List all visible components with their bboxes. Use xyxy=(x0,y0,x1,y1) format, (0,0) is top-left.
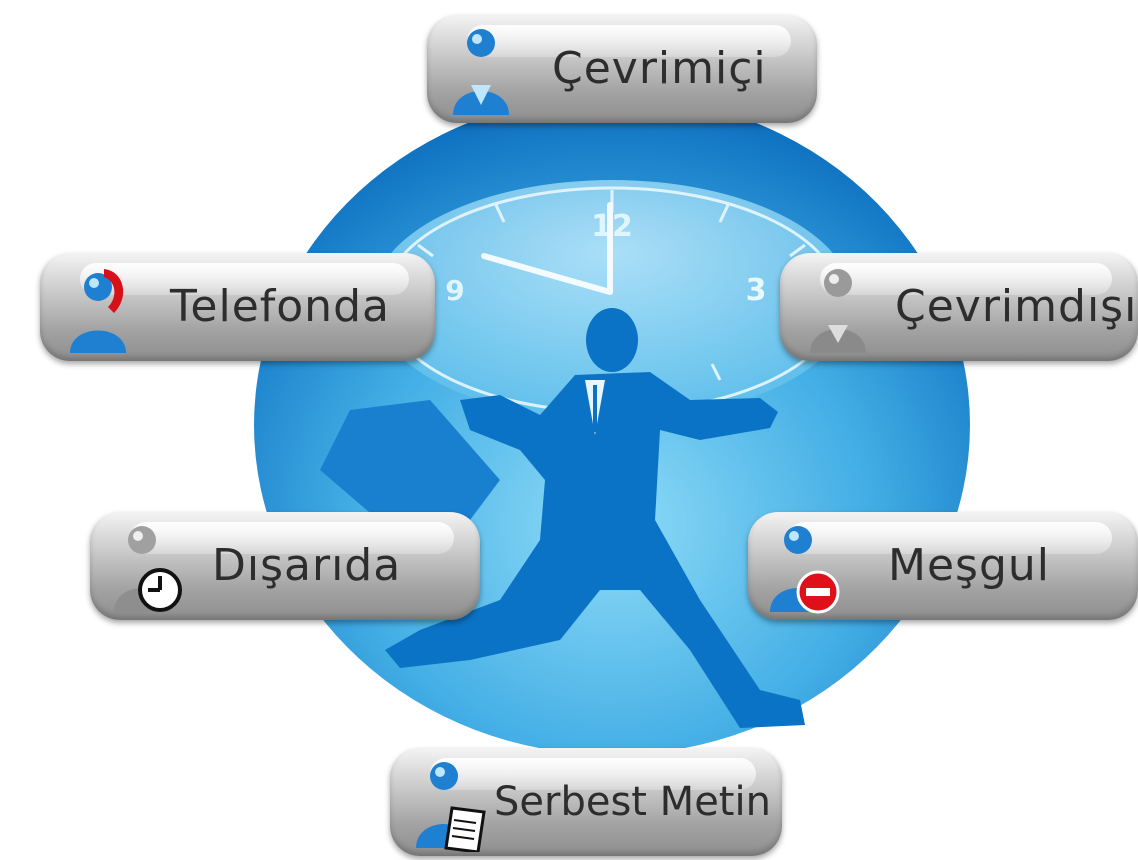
button-gloss xyxy=(467,25,791,57)
status-busy-button[interactable]: Meşgul xyxy=(748,512,1138,620)
user-note-icon xyxy=(416,762,486,852)
status-online-button[interactable]: Çevrimiçi xyxy=(427,15,817,123)
status-phone-label: Telefonda xyxy=(170,281,390,332)
button-gloss xyxy=(788,522,1112,554)
status-offline-label: Çevrimdışı xyxy=(895,281,1138,332)
status-away-button[interactable]: Dışarıda xyxy=(90,512,480,620)
clock-face xyxy=(372,180,852,420)
status-custom-text-label: Serbest Metin xyxy=(494,779,771,825)
user-phone-icon xyxy=(70,269,126,353)
button-gloss xyxy=(130,522,454,554)
user-offline-icon xyxy=(810,269,866,353)
status-custom-text-button[interactable]: Serbest Metin xyxy=(390,748,782,856)
running-businessman xyxy=(320,308,805,728)
button-gloss xyxy=(820,263,1112,295)
status-away-label: Dışarıda xyxy=(212,540,402,591)
status-busy-label: Meşgul xyxy=(888,540,1050,591)
clock-hour-hand xyxy=(481,253,613,295)
button-gloss xyxy=(430,758,756,790)
status-phone-button[interactable]: Telefonda xyxy=(40,253,435,361)
status-offline-button[interactable]: Çevrimdışı xyxy=(780,253,1138,361)
clock-number-9: 9 xyxy=(445,274,464,307)
status-online-label: Çevrimiçi xyxy=(552,43,767,94)
user-busy-icon xyxy=(770,526,840,614)
clock-number-3: 3 xyxy=(746,273,767,308)
user-online-icon xyxy=(453,29,509,115)
user-away-clock-icon xyxy=(114,526,182,612)
button-gloss xyxy=(80,263,409,295)
